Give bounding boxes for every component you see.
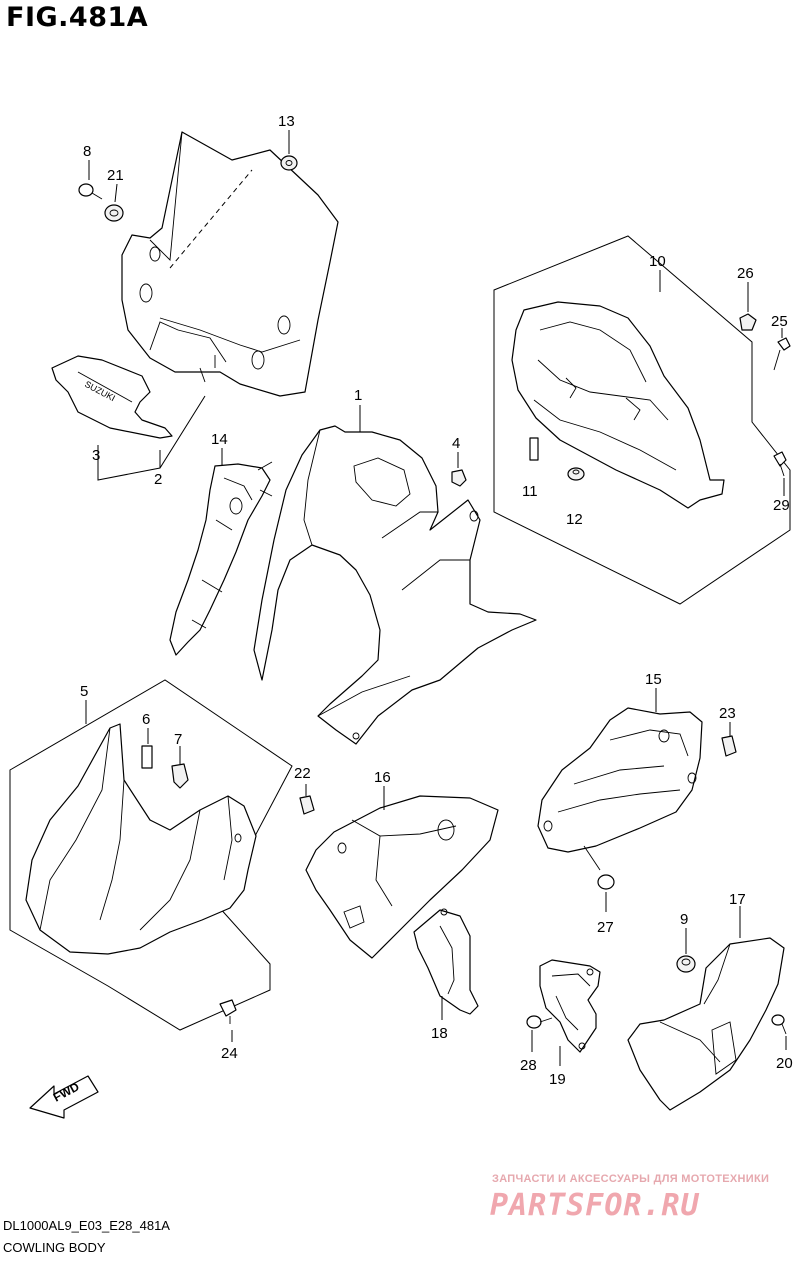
bracket-18-part: [413, 908, 479, 1015]
callout-22: 22: [294, 765, 311, 782]
callout-3: 3: [92, 447, 100, 464]
screw-20-part: [771, 1014, 787, 1035]
screw-29-part: [773, 451, 787, 477]
callout-6: 6: [142, 711, 150, 728]
group-box-5: [9, 679, 293, 1031]
callout-2: 2: [154, 471, 162, 488]
callout-28: 28: [520, 1057, 537, 1074]
callout-4: 4: [452, 435, 460, 452]
bracket-19-part: [539, 959, 601, 1053]
callout-9: 9: [680, 911, 688, 928]
clip-22-part: [299, 795, 315, 815]
nut-13-part: [280, 155, 298, 171]
callout-29: 29: [773, 497, 790, 514]
model-code: DL1000AL9_E03_E28_481A: [3, 1218, 170, 1233]
lower-cowl-5-part: [25, 723, 257, 955]
clip-7-part: [171, 763, 189, 789]
callout-10: 10: [649, 253, 666, 270]
callout-15: 15: [645, 671, 662, 688]
callout-12: 12: [566, 511, 583, 528]
grommet-9-part: [676, 955, 696, 973]
callout-8: 8: [83, 143, 91, 160]
section-name: COWLING BODY: [3, 1240, 106, 1255]
watermark-caption: ЗАПЧАСТИ И АКСЕССУАРЫ ДЛЯ МОТОТЕХНИКИ: [492, 1173, 770, 1185]
fwd-arrow-icon: FWD: [29, 1075, 99, 1119]
label-6-part: [141, 745, 153, 769]
callout-5: 5: [80, 683, 88, 700]
callout-26: 26: [737, 265, 754, 282]
callout-14: 14: [211, 431, 228, 448]
callout-25: 25: [771, 313, 788, 330]
clip-26-part: [739, 313, 757, 331]
callout-20: 20: [776, 1055, 793, 1072]
clip-4-part: [451, 469, 467, 487]
screw-25-part: [773, 337, 791, 371]
windscreen-part: [121, 131, 339, 397]
screw-27-part: [583, 845, 615, 890]
screw-8-part: [78, 183, 103, 200]
inner-panel-10-part: [511, 301, 725, 509]
watermark-logo: PARTSFOR.RU: [490, 1188, 700, 1223]
callout-21: 21: [107, 167, 124, 184]
callout-18: 18: [431, 1025, 448, 1042]
callout-1: 1: [354, 387, 362, 404]
callout-11: 11: [522, 483, 538, 500]
screw-28-part: [526, 1015, 553, 1029]
badge-plate-part: SUZUKI: [51, 355, 173, 439]
group-box-10: [493, 235, 791, 605]
callout-16: 16: [374, 769, 391, 786]
nut-21-part: [104, 204, 124, 222]
callout-7: 7: [174, 731, 182, 748]
upper-cowl-1-part: [253, 425, 537, 745]
side-cowl-16-part: [305, 795, 499, 959]
callout-24: 24: [221, 1045, 238, 1062]
callout-17: 17: [729, 891, 746, 908]
side-cover-17-part: [627, 937, 785, 1111]
screw-24-part: [219, 999, 237, 1024]
figure-title: FIG.481A: [6, 2, 149, 33]
callout-23: 23: [719, 705, 736, 722]
callout-19: 19: [549, 1071, 566, 1088]
grommet-12-part: [567, 467, 585, 481]
label-11-part: [529, 437, 539, 461]
clip-23-part: [721, 735, 737, 757]
bracket-14-part: [169, 461, 273, 656]
inner-panel-15-part: [537, 707, 703, 853]
callout-13: 13: [278, 113, 295, 130]
callout-27: 27: [597, 919, 614, 936]
